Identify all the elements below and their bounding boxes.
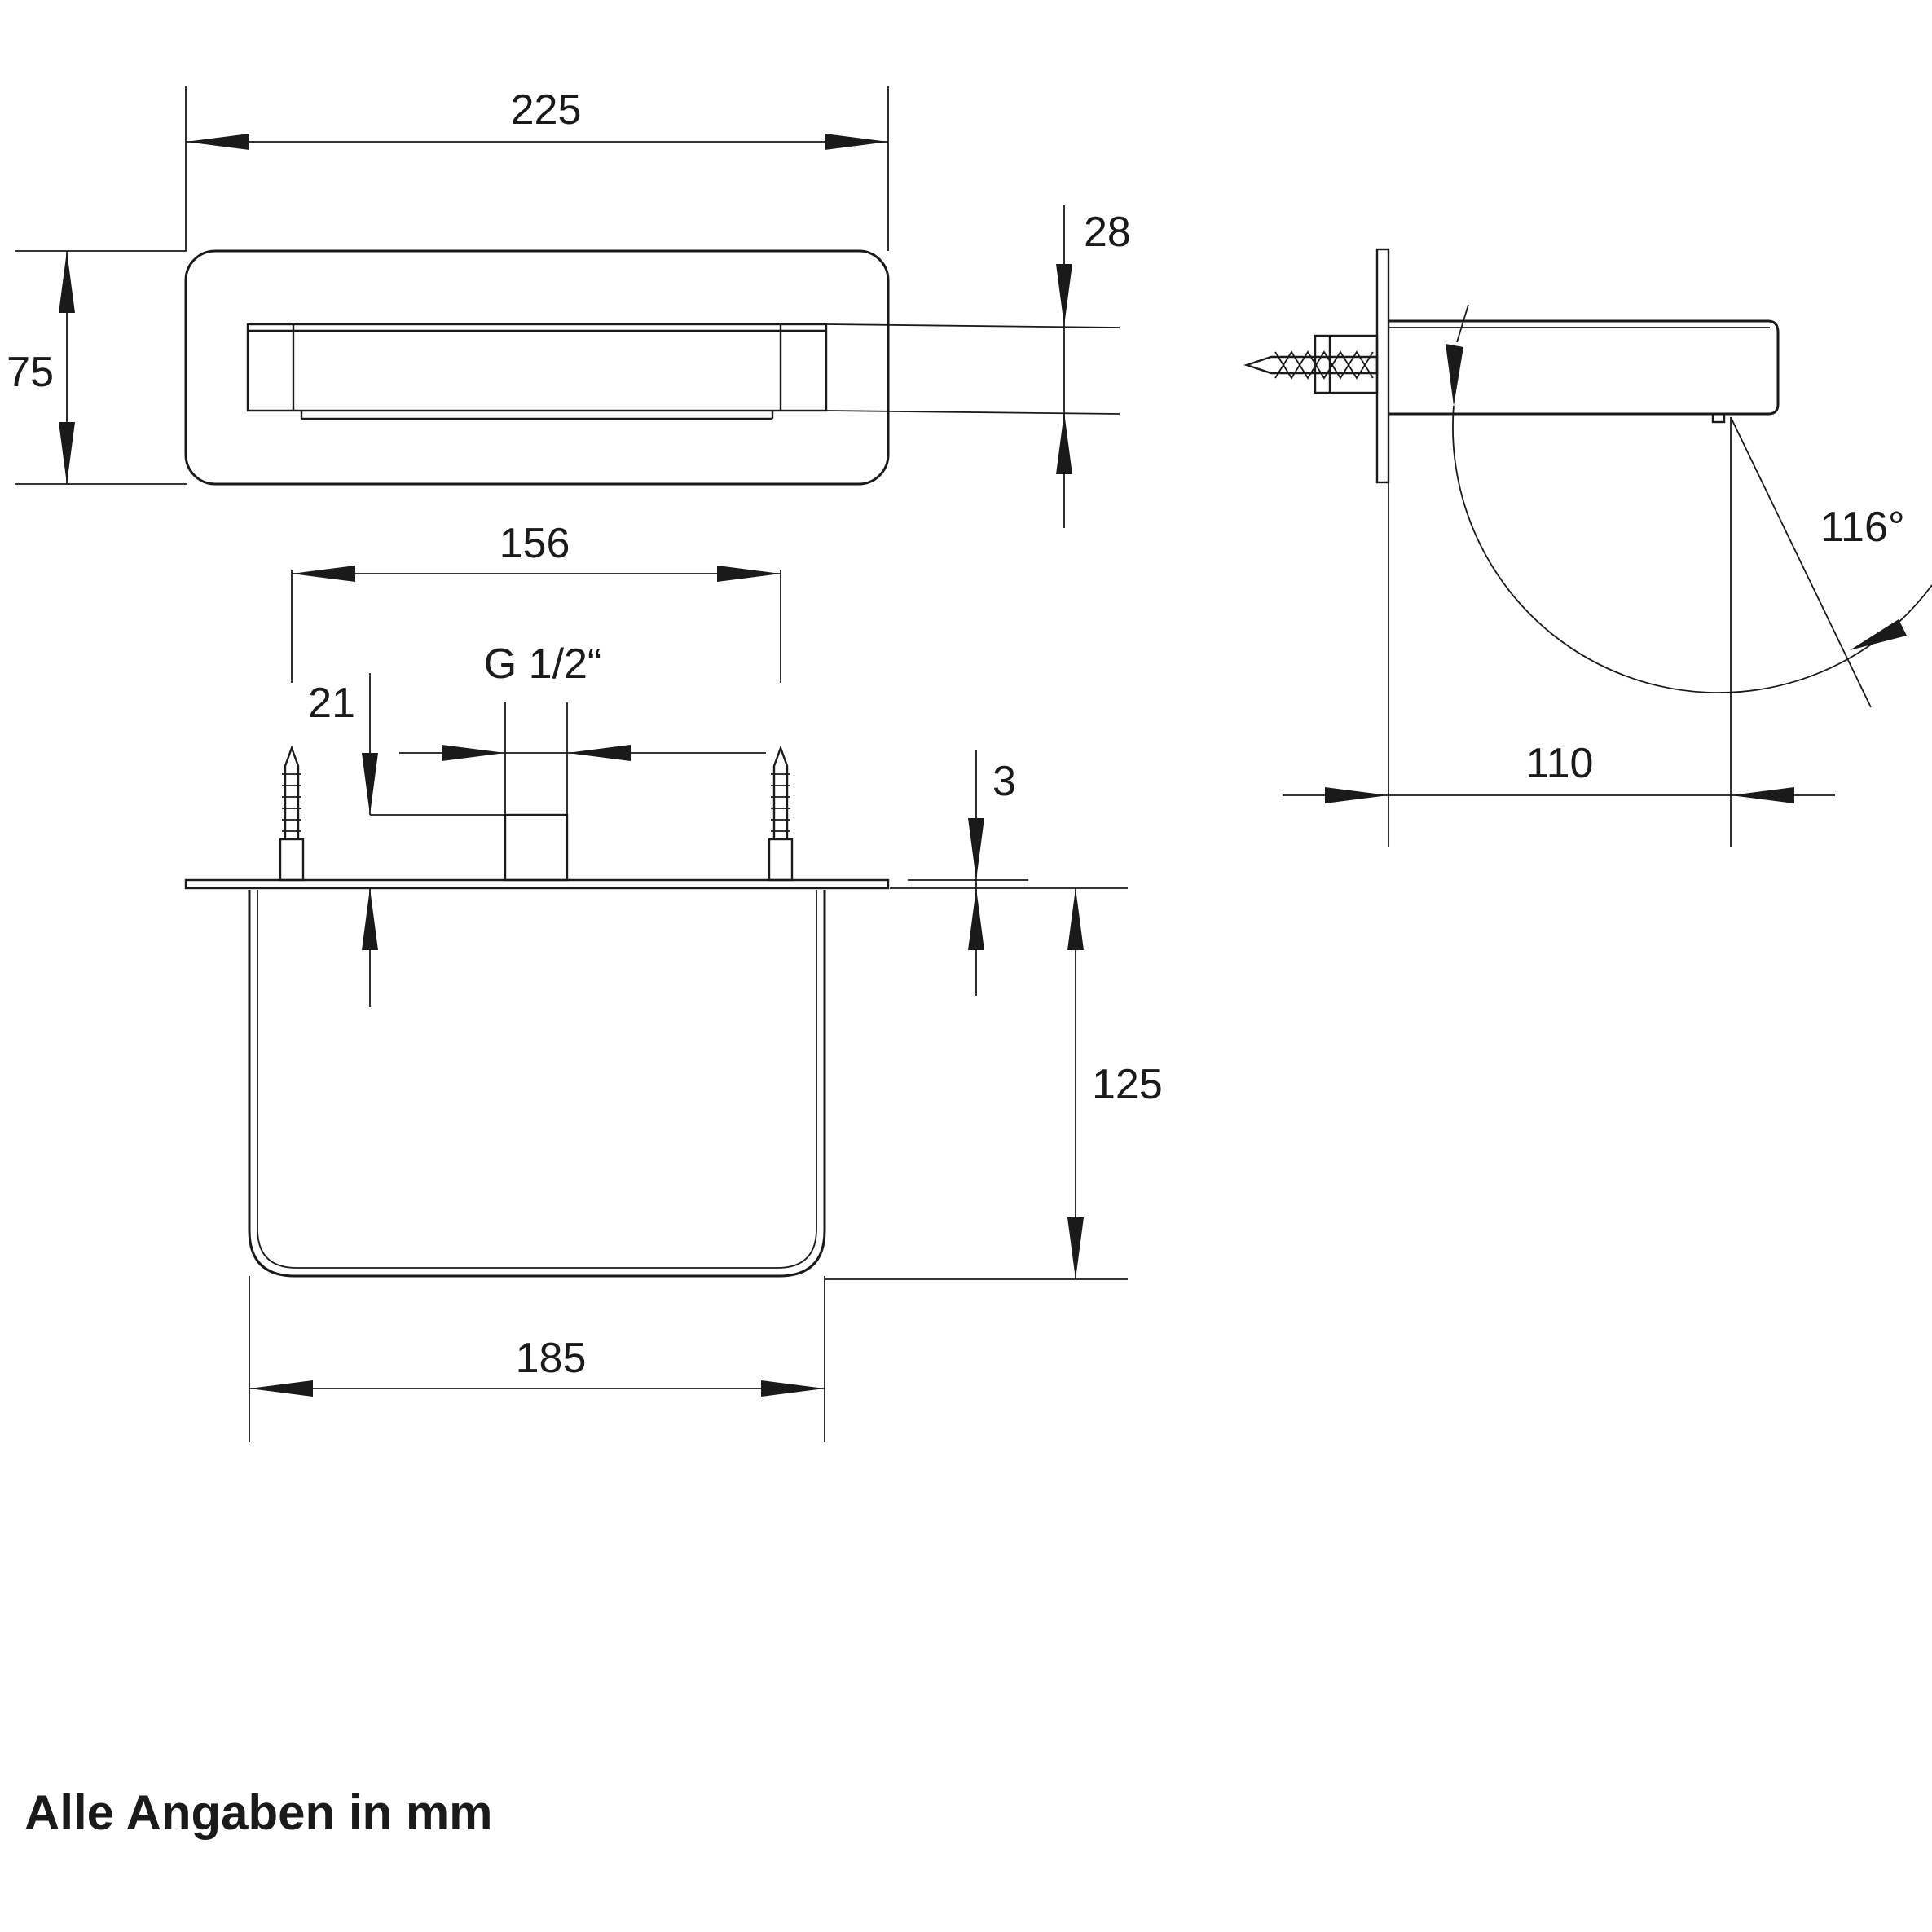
front-view-body bbox=[248, 890, 826, 1278]
dim-label-21: 21 bbox=[308, 680, 355, 727]
dim-label-156: 156 bbox=[500, 520, 570, 567]
dim-thread: G 1/2“ bbox=[399, 640, 766, 761]
dim-width-185: 185 bbox=[249, 1276, 825, 1442]
dim-label-angle: 116° bbox=[1820, 504, 1905, 551]
dim-fixing-156: 156 bbox=[291, 520, 781, 683]
front-view bbox=[184, 702, 890, 1278]
front-view-plate bbox=[184, 878, 890, 890]
dim-width-225: 225 bbox=[185, 86, 889, 251]
dim-projection-110: 110 bbox=[1283, 417, 1835, 847]
water-connector bbox=[504, 813, 569, 882]
top-view bbox=[184, 249, 890, 486]
side-view-wall-plate bbox=[1375, 248, 1390, 484]
dim-label-75: 75 bbox=[7, 349, 54, 396]
side-view: 116° bbox=[1243, 248, 1932, 708]
dim-height-125: 125 bbox=[825, 888, 1163, 1280]
units-note: Alle Angaben in mm bbox=[24, 1785, 493, 1840]
dim-label-thread: G 1/2“ bbox=[484, 640, 602, 688]
dim-label-225: 225 bbox=[511, 86, 582, 134]
dim-height-75: 75 bbox=[7, 250, 187, 485]
dim-depth-28: 28 bbox=[825, 205, 1131, 528]
side-view-body bbox=[1388, 319, 1780, 416]
left-wall-anchor bbox=[279, 745, 305, 882]
swing-arc bbox=[1452, 405, 1932, 693]
dim-plate-3: 3 bbox=[890, 750, 1128, 996]
dim-label-185: 185 bbox=[516, 1335, 587, 1382]
dim-label-110: 110 bbox=[1526, 740, 1594, 787]
dim-offset-21: 21 bbox=[308, 673, 505, 1007]
top-view-outline bbox=[184, 249, 890, 486]
right-wall-anchor bbox=[768, 745, 794, 882]
dim-label-125: 125 bbox=[1092, 1061, 1163, 1108]
top-view-slot bbox=[246, 323, 828, 412]
dim-label-3: 3 bbox=[992, 758, 1016, 805]
dim-label-28: 28 bbox=[1084, 209, 1131, 256]
side-view-screw bbox=[1243, 334, 1379, 394]
